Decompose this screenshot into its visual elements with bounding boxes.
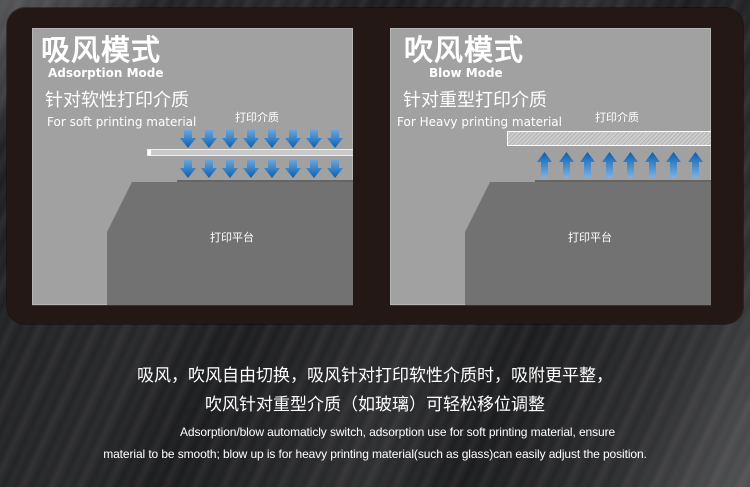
arrow-down-icon [180, 130, 196, 149]
soft-printing-material [147, 149, 353, 156]
arrow-up-icon [580, 152, 596, 178]
blow-title-en: Blow Mode [429, 66, 503, 80]
arrow-down-icon [180, 160, 196, 179]
arrow-up-icon [687, 152, 704, 178]
blow-media-label: 打印介质 [595, 111, 639, 124]
arrow-up-icon [666, 152, 682, 178]
suction-arrows-bottom [180, 160, 343, 179]
adsorption-mode-panel: 吸风模式 Adsorption Mode 针对软性打印介质 For soft p… [32, 28, 353, 305]
blow-subtitle-en: For Heavy printing material [397, 115, 562, 129]
caption-en-line2: material to be smooth; blow up is for he… [103, 447, 647, 461]
arrow-down-icon [264, 130, 280, 149]
caption-cn-line2: 吹风针对重型介质（如玻璃）可轻松移位调整 [205, 395, 545, 415]
arrow-down-icon [285, 130, 301, 149]
arrow-down-icon [201, 130, 217, 149]
arrow-up-icon [558, 152, 575, 178]
arrow-down-icon [285, 160, 301, 179]
platform-label: 打印平台 [210, 231, 254, 244]
blow-mode-panel: 吹风模式 Blow Mode 针对重型打印介质 For Heavy printi… [390, 28, 711, 305]
adsorption-title-en: Adsorption Mode [48, 66, 164, 80]
blow-subtitle-cn: 针对重型打印介质 [403, 90, 547, 111]
print-platform: 打印平台 [465, 182, 711, 305]
caption-cn-line1: 吸风，吹风自由切换，吸风针对打印软性介质时，吸附更平整， [137, 366, 613, 386]
adsorption-subtitle-cn: 针对软性打印介质 [45, 90, 189, 111]
adsorption-media-label: 打印介质 [235, 111, 279, 124]
blow-arrows [537, 152, 704, 178]
print-platform: 打印平台 [107, 182, 353, 305]
arrow-down-icon [243, 130, 259, 149]
arrow-down-icon [327, 160, 343, 179]
arrow-down-icon [306, 130, 322, 149]
arrow-up-icon [623, 152, 639, 178]
arrow-down-icon [243, 160, 259, 179]
adsorption-subtitle-en: For soft printing material [47, 115, 197, 129]
suction-arrows-top [180, 130, 343, 149]
blow-title-cn: 吹风模式 [404, 33, 525, 67]
arrow-down-icon [222, 160, 238, 179]
platform-label: 打印平台 [568, 231, 612, 244]
arrow-down-icon [327, 130, 343, 149]
arrow-down-icon [201, 160, 217, 179]
arrow-down-icon [306, 160, 322, 179]
arrow-up-icon [644, 152, 661, 178]
arrow-down-icon [222, 130, 238, 149]
arrow-up-icon [601, 152, 618, 178]
arrow-down-icon [264, 160, 280, 179]
arrow-up-icon [537, 152, 553, 178]
heavy-printing-material [507, 131, 711, 146]
caption-en-line1: Adsorption/blow automaticly switch, adso… [180, 425, 616, 439]
adsorption-title-cn: 吸风模式 [41, 33, 162, 67]
